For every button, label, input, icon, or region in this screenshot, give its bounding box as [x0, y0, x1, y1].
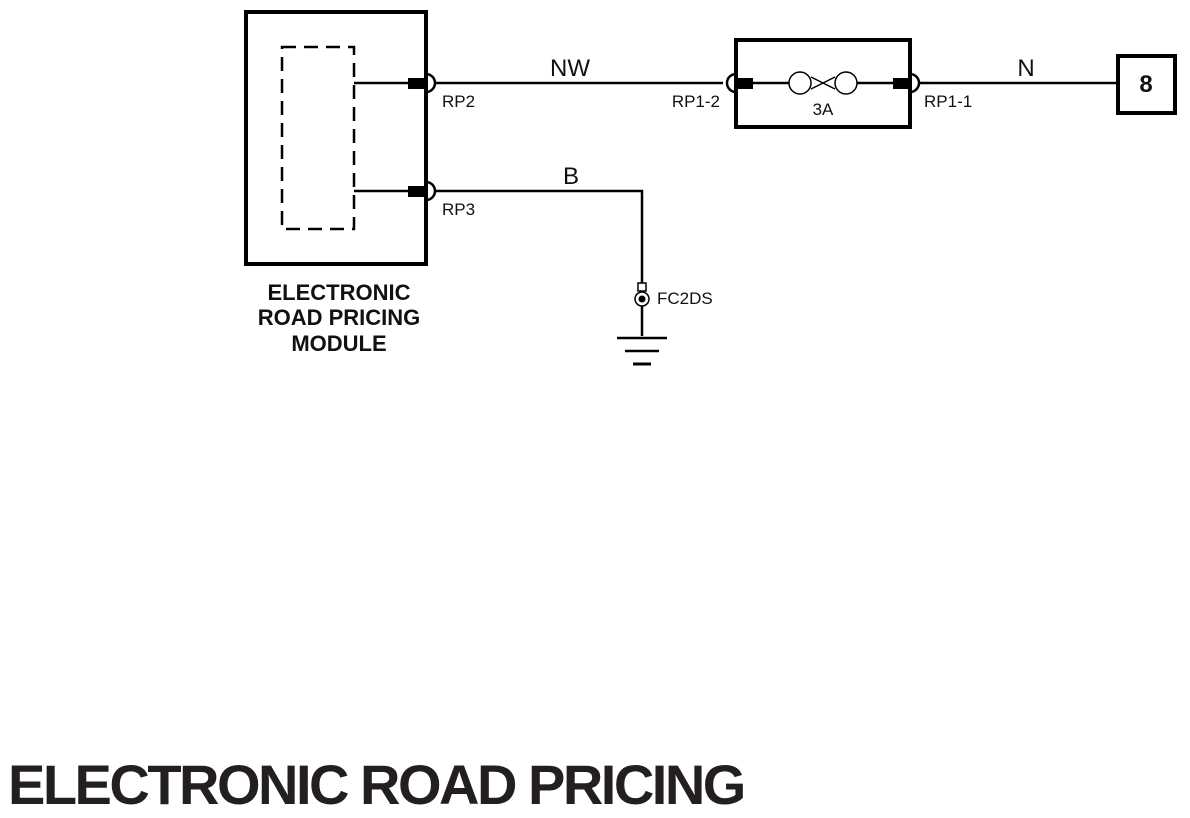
pin-label-rp2: RP2: [442, 92, 475, 111]
pin-rp1-1-terminal: [893, 78, 909, 89]
wire-label-nw: NW: [550, 55, 590, 82]
pin-label-rp1-2: RP1-2: [672, 92, 720, 111]
ground-point: FC2DS: [617, 282, 713, 366]
module-name-line-3: MODULE: [291, 331, 386, 356]
pin-rp1-1-socket: [909, 72, 921, 94]
pin-rp1-2-terminal: [737, 78, 753, 89]
wire-b: [435, 189, 644, 283]
module-internal-circuit: [280, 45, 356, 231]
pin-rp2-terminal: [408, 78, 426, 89]
module: RP2 RP3 ELECTRONIC ROAD PRICING MODULE: [244, 10, 475, 356]
ground-eyelet-tab: [637, 282, 647, 292]
fuse-rating: 3A: [813, 100, 834, 119]
pin-label-rp1-1: RP1-1: [924, 92, 972, 111]
ground-label: FC2DS: [657, 289, 713, 308]
module-name-line-1: ELECTRONIC: [268, 280, 411, 305]
ground-symbol-icon: [617, 336, 667, 366]
connector-reference-number: 8: [1139, 71, 1152, 98]
pin-label-rp3: RP3: [442, 200, 475, 219]
wire-label-n: N: [1017, 55, 1034, 82]
connector-reference-box: [1116, 54, 1177, 115]
module-name-line-2: ROAD PRICING: [258, 305, 421, 330]
fuse-icon: [788, 71, 858, 95]
page-title: ELECTRONIC ROAD PRICING: [8, 753, 746, 816]
wire-label-b: B: [563, 163, 579, 190]
fuse-holder: 3A: [725, 38, 921, 129]
fuse-box-outline: [734, 38, 912, 129]
module-outline: [244, 10, 428, 266]
pin-rp3-terminal: [408, 186, 426, 197]
pin-rp1-2-socket: [725, 72, 737, 94]
